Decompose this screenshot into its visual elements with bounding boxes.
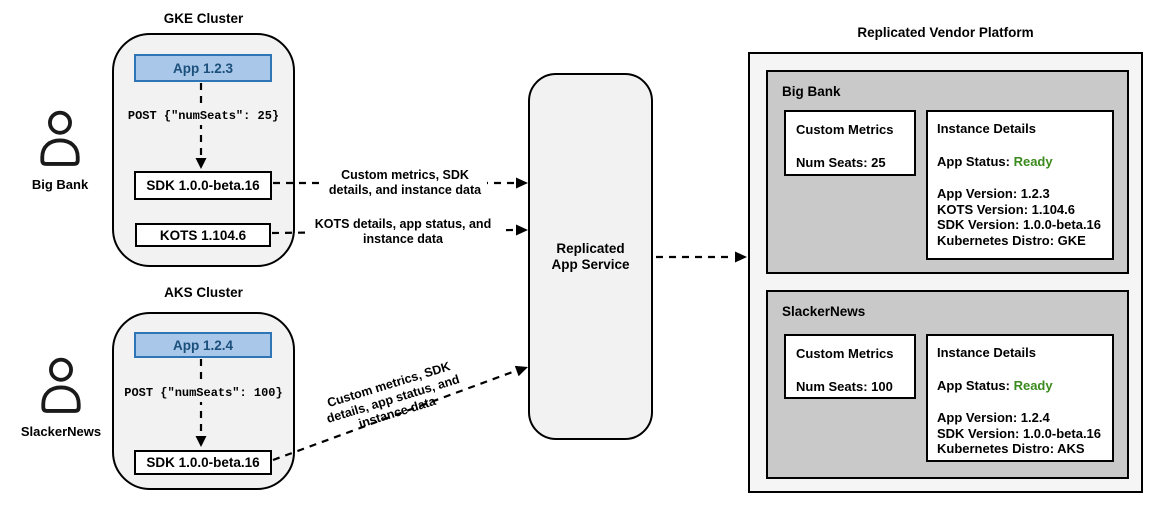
actor-slackernews-label: SlackerNews	[20, 424, 102, 439]
slackernews-custom-metrics-box: Custom Metrics Num Seats: 100	[784, 334, 916, 399]
gke-cluster-title: GKE Cluster	[163, 11, 244, 26]
instance-details-title: Instance Details	[937, 345, 1036, 360]
connector-label-sdk: Custom metrics, SDK details, and instanc…	[323, 168, 487, 197]
gke-kots-node: KOTS 1.104.6	[135, 223, 271, 247]
detail-line: App Version: 1.2.3	[937, 186, 1050, 201]
app-status-label: App Status:	[937, 377, 1010, 393]
gke-cluster-box: App 1.2.3 SDK 1.0.0-beta.16 KOTS 1.104.6	[112, 33, 295, 267]
replicated-app-service-label: Replicated App Service	[551, 240, 630, 272]
panel-slackernews: SlackerNews Custom Metrics Num Seats: 10…	[766, 290, 1129, 479]
gke-post-label: POST {"numSeats": 25}	[117, 107, 290, 125]
user-icon	[40, 110, 80, 166]
connector-label-kots: KOTS details, app status, and instance d…	[306, 217, 500, 246]
detail-line: Kubernetes Distro: GKE	[937, 232, 1086, 248]
detail-line: Kubernetes Distro: AKS	[937, 441, 1085, 456]
aks-app-node: App 1.2.4	[134, 332, 272, 358]
panel-slackernews-name: SlackerNews	[782, 304, 866, 319]
instance-detail-lines: App Version: 1.2.4 SDK Version: 1.0.0-be…	[937, 410, 1110, 457]
actor-big-bank: Big Bank	[14, 110, 106, 192]
instance-details-title: Instance Details	[937, 121, 1036, 136]
instance-detail-lines: App Version: 1.2.3 KOTS Version: 1.104.6…	[937, 186, 1110, 248]
service-to-platform-arrow	[656, 251, 747, 263]
slackernews-instance-details-box: Instance Details App Status: Ready App V…	[926, 334, 1114, 462]
big-bank-custom-metrics-box: Custom Metrics Num Seats: 25	[784, 110, 916, 176]
custom-metrics-title: Custom Metrics	[796, 122, 894, 137]
user-icon	[41, 357, 81, 413]
platform-box: Big Bank Custom Metrics Num Seats: 25 In…	[748, 52, 1143, 493]
actor-big-bank-label: Big Bank	[31, 177, 89, 192]
detail-line: App Version: 1.2.4	[937, 410, 1050, 425]
app-status-label: App Status:	[937, 153, 1010, 169]
num-seats-value: Num Seats: 100	[796, 378, 893, 394]
app-status-line: App Status: Ready	[937, 378, 1110, 394]
custom-metrics-title: Custom Metrics	[796, 346, 894, 361]
replicated-app-service-node: Replicated App Service	[528, 73, 653, 440]
detail-line: SDK Version: 1.0.0-beta.16	[937, 425, 1102, 441]
aks-sdk-node: SDK 1.0.0-beta.16	[134, 450, 272, 475]
connector-label-aks-sdk: Custom metrics, SDK details, app status,…	[324, 359, 462, 431]
aks-post-label: POST {"numSeats": 100}	[114, 384, 293, 402]
panel-big-bank-name: Big Bank	[782, 84, 841, 99]
gke-sdk-node: SDK 1.0.0-beta.16	[134, 171, 272, 200]
detail-line: KOTS Version: 1.104.6	[937, 201, 1076, 217]
app-status-value: Ready	[1013, 377, 1053, 393]
num-seats-value: Num Seats: 25	[796, 154, 886, 170]
gke-app-node: App 1.2.3	[134, 54, 272, 82]
detail-line: SDK Version: 1.0.0-beta.16	[937, 217, 1102, 232]
platform-title: Replicated Vendor Platform	[857, 25, 1034, 40]
app-status-line: App Status: Ready	[937, 154, 1110, 170]
panel-big-bank: Big Bank Custom Metrics Num Seats: 25 In…	[766, 70, 1129, 274]
big-bank-instance-details-box: Instance Details App Status: Ready App V…	[926, 110, 1114, 260]
actor-slackernews: SlackerNews	[10, 357, 112, 439]
app-status-value: Ready	[1013, 153, 1053, 169]
aks-cluster-title: AKS Cluster	[164, 285, 243, 300]
